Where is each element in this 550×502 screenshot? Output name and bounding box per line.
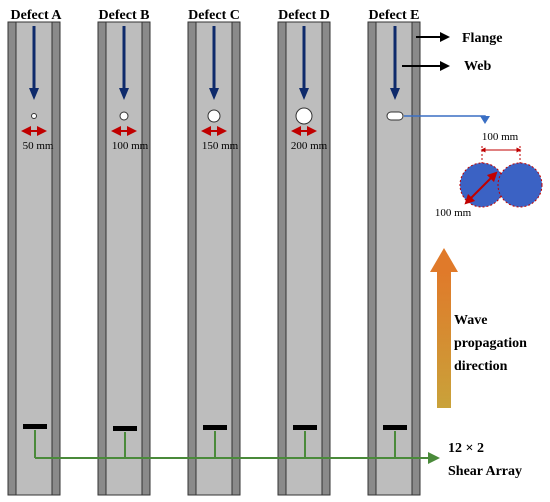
beam-b-left-flange <box>97 21 107 496</box>
defect-c-size: 150 mm <box>202 140 239 152</box>
sensor-e <box>383 425 407 430</box>
load-arrow-a <box>29 26 39 100</box>
detail-diagonal-dimension <box>464 171 498 205</box>
flange-label: Flange <box>462 31 502 46</box>
web-label: Web <box>464 59 491 74</box>
beam-d-right-flange <box>321 21 331 496</box>
flange-pointer <box>416 32 450 42</box>
shear-array-sensors <box>23 424 407 431</box>
load-arrows <box>29 26 400 100</box>
defect-b-hole <box>119 111 129 121</box>
defect-b-label: Defect B <box>99 8 150 23</box>
sensor-b <box>113 426 137 431</box>
wave-arrow-head <box>430 248 458 272</box>
defect-e-detail <box>459 146 543 208</box>
sensor-c <box>203 425 227 430</box>
defect-e-leader <box>404 115 490 124</box>
beam-b-right-flange <box>141 21 151 496</box>
beam-c-web <box>195 21 233 496</box>
detail-circle-right <box>497 162 543 208</box>
detail-circle-left <box>459 162 505 208</box>
array-label-line2: Shear Array <box>448 464 522 479</box>
beam-d-web <box>285 21 323 496</box>
defect-a-hole <box>31 113 37 119</box>
beam-c <box>187 21 241 496</box>
beam-a-right-flange <box>51 21 61 496</box>
beam-b <box>97 21 151 496</box>
beam-c-left-flange <box>187 21 197 496</box>
beam-b-web <box>105 21 143 496</box>
beam-a-left-flange <box>7 21 17 496</box>
detail-horizontal-label: 100 mm <box>482 131 519 143</box>
defect-d-size: 200 mm <box>291 140 328 152</box>
detail-diagonal-label: 100 mm <box>435 207 472 219</box>
defect-c-hole <box>207 109 221 123</box>
defect-c-label: Defect C <box>188 8 240 23</box>
defect-d-hole <box>295 107 313 125</box>
web-pointer <box>402 61 450 71</box>
beam-e-left-flange <box>367 21 377 496</box>
beam-c-right-flange <box>231 21 241 496</box>
shear-array-arrowhead <box>428 452 440 464</box>
load-arrow-c <box>209 26 219 100</box>
defect-e-label: Defect E <box>369 8 420 23</box>
array-label-line1: 12 × 2 <box>448 441 484 456</box>
beam-e <box>367 21 421 496</box>
load-arrow-d <box>299 26 309 100</box>
wave-arrow <box>430 248 458 408</box>
beam-a <box>7 21 61 496</box>
wave-label-line1: Wave <box>454 313 487 328</box>
beam-e-right-flange <box>411 21 421 496</box>
wave-label-line2: propagation <box>454 336 527 351</box>
defect-e-slot <box>386 111 404 121</box>
wave-label-line3: direction <box>454 359 508 374</box>
beam-e-web <box>375 21 413 496</box>
sensor-d <box>293 425 317 430</box>
sensor-a <box>23 424 47 429</box>
beam-d-left-flange <box>277 21 287 496</box>
wave-arrow-shaft <box>437 272 451 408</box>
defect-a-size: 50 mm <box>23 140 54 152</box>
beam-d <box>277 21 331 496</box>
defect-b-size: 100 mm <box>112 140 149 152</box>
load-arrow-b <box>119 26 129 100</box>
load-arrow-e <box>390 26 400 100</box>
defect-d-label: Defect D <box>278 8 330 23</box>
defect-a-label: Defect A <box>11 8 63 23</box>
shear-array-connector <box>34 430 430 459</box>
